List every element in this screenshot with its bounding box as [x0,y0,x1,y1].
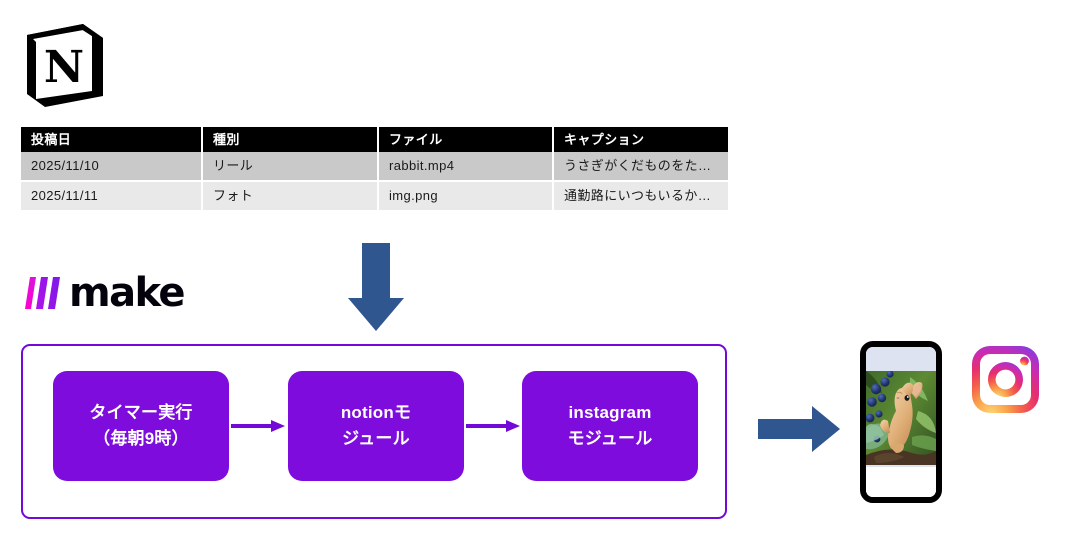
smartphone-frame [860,341,942,503]
instagram-logo-icon [967,341,1044,418]
module-timer-label: タイマー実行 （毎朝9時） [89,400,192,452]
arrow-right-icon [231,418,285,434]
rabbit-photo [866,371,936,465]
arrow-right-icon [466,418,520,434]
svg-text:N: N [44,42,84,93]
module-instagram-label-line2: モジュール [567,429,653,448]
make-wordmark: make [69,270,186,316]
column-header-caption: キャプション [553,127,728,152]
schedule-table: 投稿日 種別 ファイル キャプション 2025/11/10 リール rabbit… [21,127,728,212]
table-row: 2025/11/10 リール rabbit.mp4 うさぎがくだものをた… [21,152,728,182]
arrow-down-icon [346,243,406,331]
table-header-row: 投稿日 種別 ファイル キャプション [21,127,728,152]
module-notion-label-line1: notionモ [340,403,412,422]
module-timer-label-line1: タイマー実行 [89,403,193,422]
cell-file: img.png [378,181,554,212]
phone-screen [866,347,936,497]
cell-date: 2025/11/10 [21,152,203,182]
table-row: 2025/11/11 フォト img.png 通勤路にいつもいるか… [21,181,728,212]
make-slashes-icon [25,277,60,309]
module-instagram-label: instagram モジュール [568,400,653,452]
cell-type: リール [202,152,379,182]
module-notion-label: notionモ ジュール [341,400,411,452]
make-logo: make [18,270,186,316]
column-header-file: ファイル [378,127,554,152]
module-timer[interactable]: タイマー実行 （毎朝9時） [53,371,229,481]
phone-bottom-band [866,467,936,497]
notion-cube-icon: N [20,19,108,111]
cell-caption: うさぎがくだものをた… [553,152,728,182]
cell-file: rabbit.mp4 [378,152,554,182]
cell-caption: 通勤路にいつもいるか… [553,181,728,212]
column-header-type: 種別 [202,127,379,152]
arrow-right-icon [758,406,840,452]
module-notion-label-line2: ジュール [342,429,410,448]
module-instagram[interactable]: instagram モジュール [522,371,698,481]
cell-date: 2025/11/11 [21,181,203,212]
cell-type: フォト [202,181,379,212]
module-notion[interactable]: notionモ ジュール [288,371,464,481]
module-timer-label-line2: （毎朝9時） [93,429,189,448]
module-instagram-label-line1: instagram [568,403,652,422]
column-header-date: 投稿日 [21,127,203,152]
